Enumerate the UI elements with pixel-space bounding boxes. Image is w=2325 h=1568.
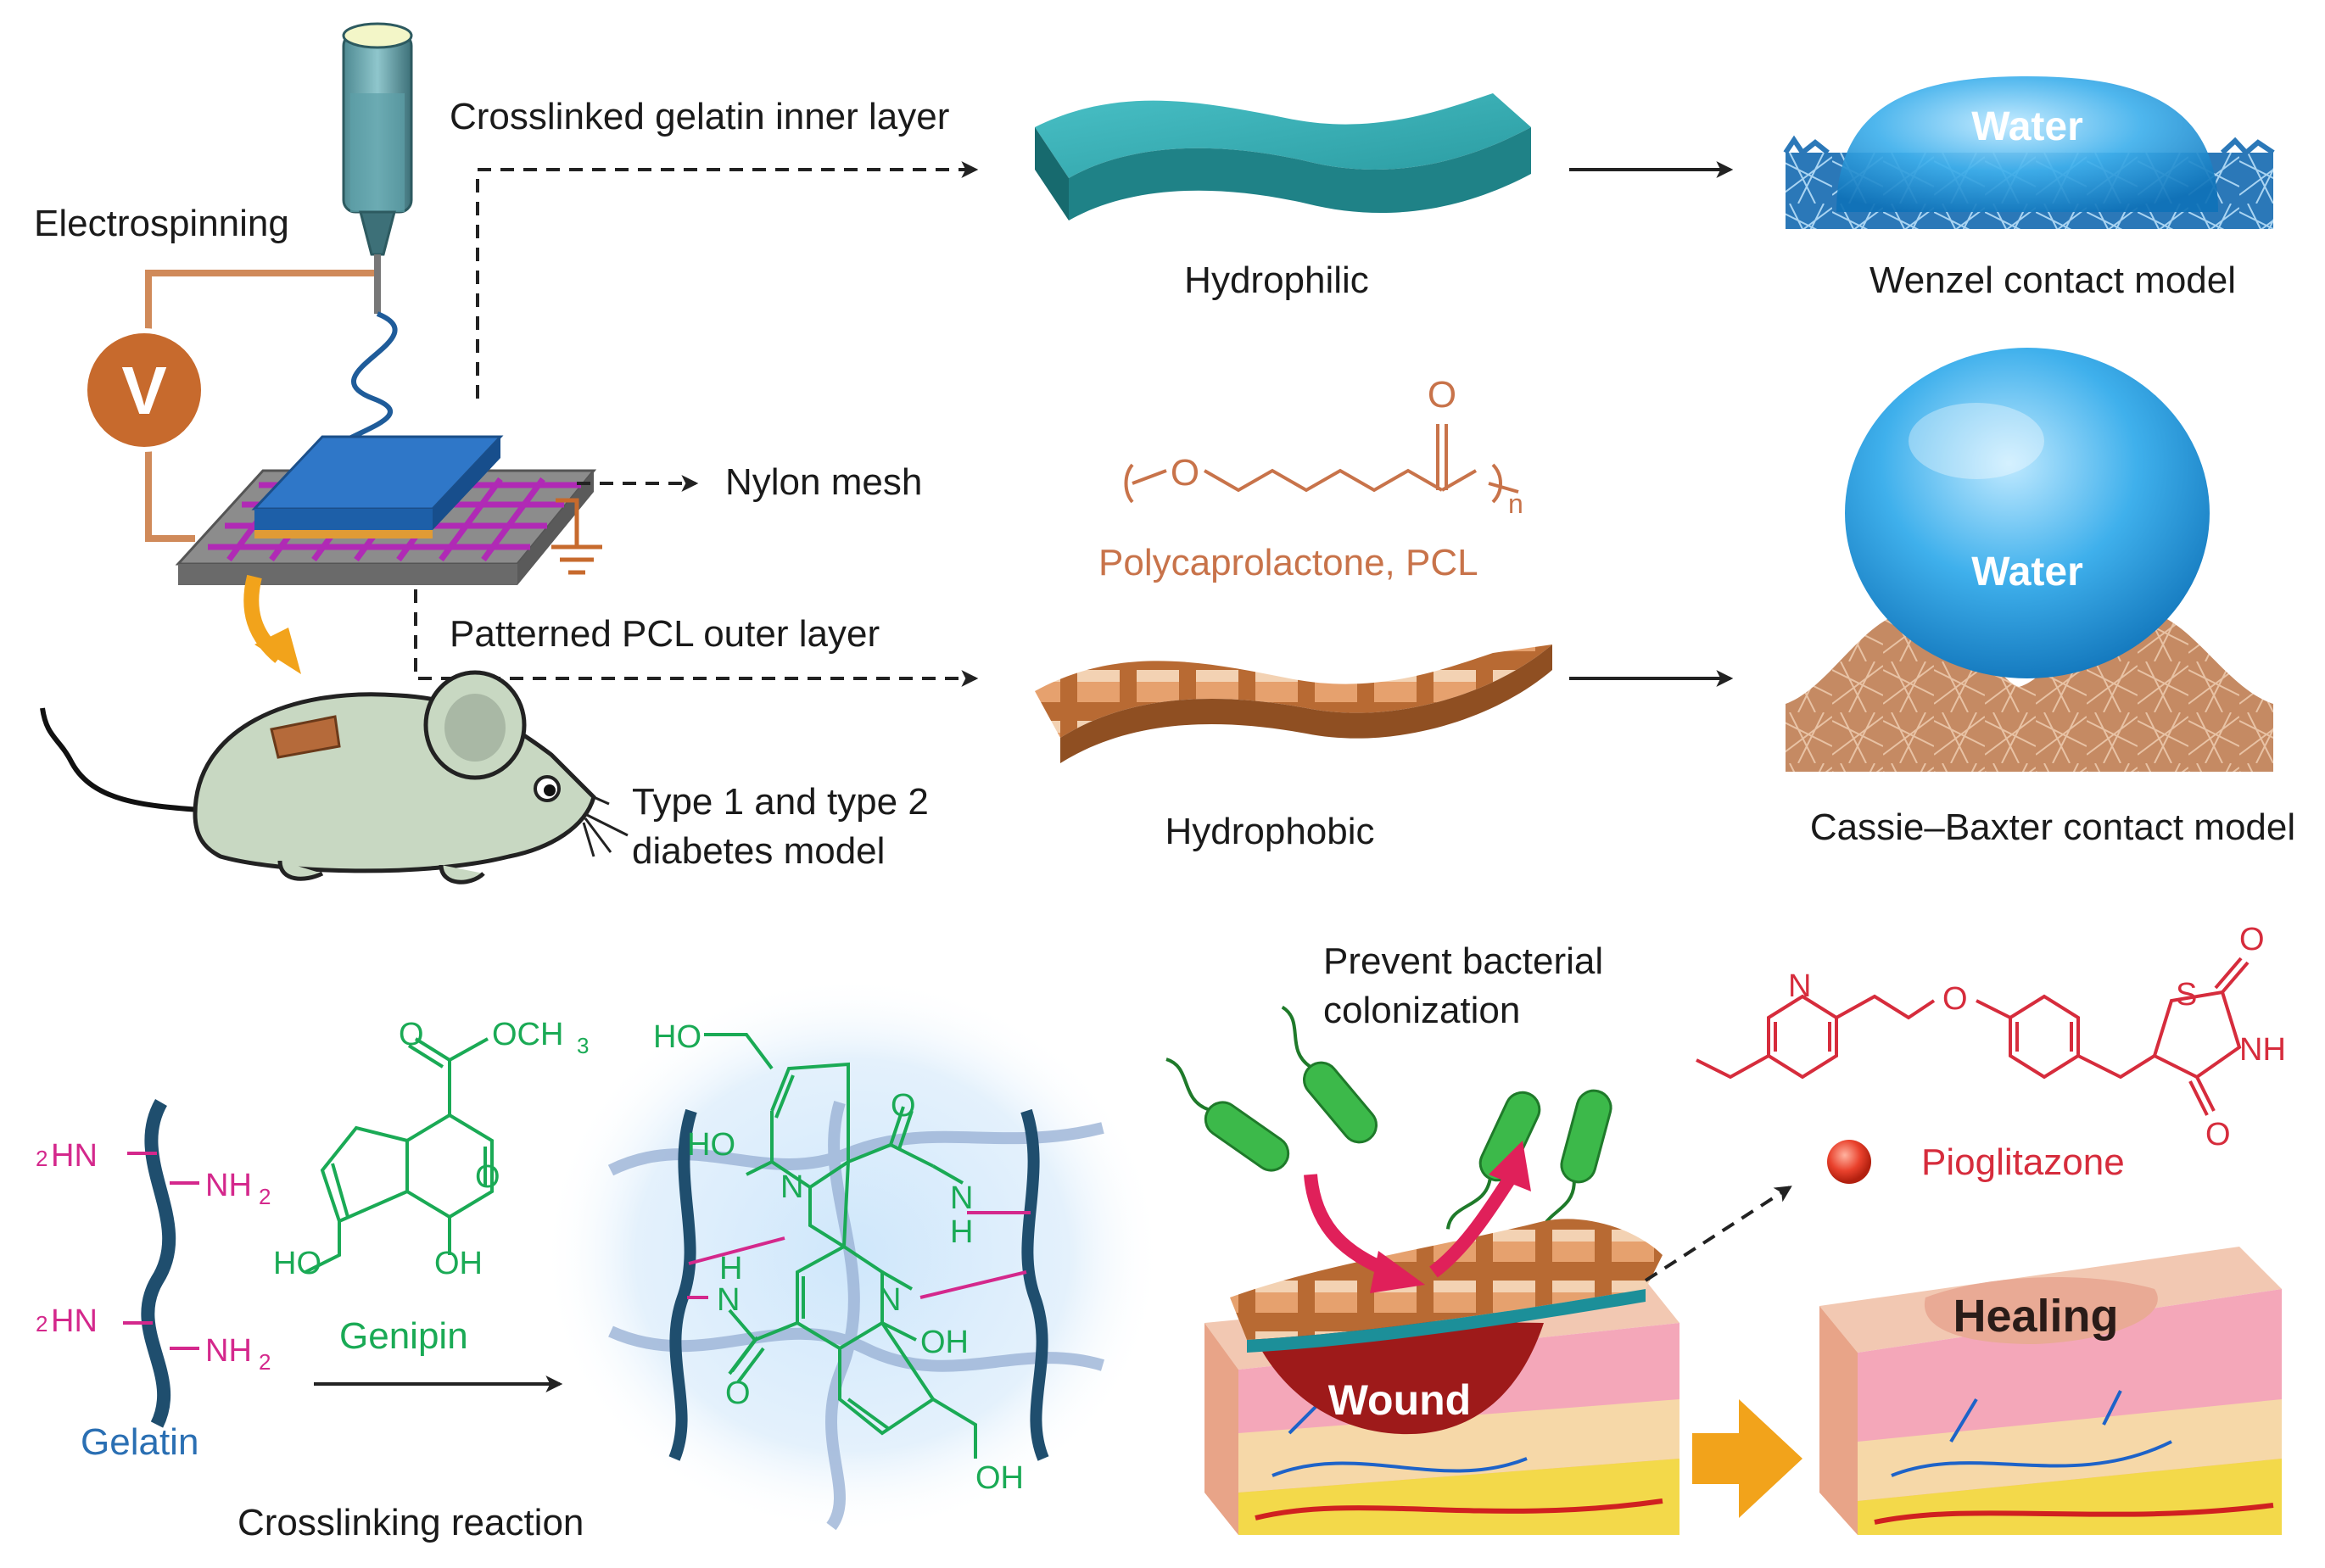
nh2-label-1: NH <box>205 1168 252 1203</box>
healing-label: Healing <box>1953 1291 2118 1342</box>
wound-skin-block <box>1204 1219 1679 1535</box>
network-n-left: N <box>780 1169 803 1205</box>
healed-area <box>1924 1277 2158 1344</box>
gelatin-structure <box>123 1099 199 1428</box>
genipin-label: Genipin <box>339 1315 468 1357</box>
pcl-carbonyl-oxygen: O <box>1428 374 1456 416</box>
pcl-structure <box>1124 424 1519 504</box>
healing-skin-block <box>1819 1247 2282 1535</box>
hydrophobic-layer <box>1035 644 1552 763</box>
prevent-label-line2: colonization <box>1323 990 1520 1031</box>
inner-layer-arrow <box>476 161 979 399</box>
bacterium-1 <box>1204 1101 1290 1172</box>
h2n-subscript-1: 2 <box>36 1146 48 1171</box>
genipin-structure <box>305 1037 494 1274</box>
water-droplet-cassie <box>1845 348 2210 678</box>
network-nh-n-right: N <box>950 1180 973 1216</box>
network-oh-right: OH <box>920 1325 969 1360</box>
pioglitazone-ether-o: O <box>1942 981 1968 1017</box>
genipin-ho: HO <box>273 1246 321 1281</box>
nylon-mesh-label: Nylon mesh <box>725 461 922 503</box>
h2n-subscript-2: 2 <box>36 1311 48 1336</box>
water-droplet-wenzel <box>1836 76 2218 212</box>
pcl-ester-oxygen: O <box>1171 452 1199 494</box>
inner-layer-label: Crosslinked gelatin inner layer <box>450 96 949 137</box>
network-amine-bonds <box>687 1211 1031 1299</box>
network-ho-mid: HO <box>687 1127 735 1163</box>
mouse-body <box>193 692 596 873</box>
gelatin-label: Gelatin <box>81 1421 198 1463</box>
healing-progress-arrow <box>1692 1399 1802 1518</box>
pioglitazone-label: Pioglitazone <box>1921 1141 2125 1183</box>
h2n-label-1: HN <box>51 1138 98 1174</box>
crosslinking-label: Crosslinking reaction <box>238 1502 584 1543</box>
wound-label: Wound <box>1328 1376 1471 1424</box>
pioglitazone-o-top: O <box>2239 922 2265 957</box>
mouse-illustration <box>40 670 629 884</box>
bacteria-group <box>1165 1005 1612 1239</box>
wound-area <box>1247 1319 1544 1435</box>
hydrophobic-label: Hydrophobic <box>1165 811 1374 852</box>
pcl-repeat-n: n <box>1508 488 1523 519</box>
pioglitazone-o-bottom: O <box>2205 1117 2231 1152</box>
nh2-label-2: NH <box>205 1333 252 1369</box>
bacterium-2 <box>1303 1061 1378 1144</box>
hydrophilic-label: Hydrophilic <box>1184 259 1369 301</box>
drug-particle-icon <box>1827 1140 1871 1184</box>
power-wire-bottom <box>145 441 195 542</box>
network-o-right: O <box>891 1088 916 1124</box>
pioglitazone-n: N <box>1788 968 1811 1004</box>
nh2-subscript-2: 2 <box>259 1349 271 1375</box>
bacterium-3 <box>1478 1091 1541 1182</box>
mouse-label-line1: Type 1 and type 2 <box>632 781 929 823</box>
water-label-bottom: Water <box>1971 550 2083 594</box>
prevent-label-line1: Prevent bacterial <box>1323 940 1603 982</box>
network-nh-h-right: H <box>950 1214 973 1250</box>
network-oh-bottom: OH <box>975 1460 1024 1496</box>
network-nh-h-left: H <box>719 1251 742 1286</box>
bacteria-repelled-arrow <box>1429 1175 1516 1278</box>
voltage-label: V <box>121 353 166 428</box>
voltage-source-icon <box>82 328 206 452</box>
power-wire-top <box>145 270 374 348</box>
pcl-name-label: Polycaprolactone, PCL <box>1098 542 1478 583</box>
water-label-top: Water <box>1971 104 2083 149</box>
pioglitazone-s: S <box>2176 977 2197 1013</box>
drug-release-arrow <box>1644 1186 1792 1282</box>
wenzel-label: Wenzel contact model <box>1870 259 2236 301</box>
h2n-label-2: HN <box>51 1303 98 1339</box>
cassie-label: Cassie–Baxter contact model <box>1810 806 2295 848</box>
network-genipin-units <box>704 1033 977 1459</box>
network-nh-n-left: N <box>717 1282 740 1318</box>
electrospinning-setup: V <box>82 22 602 674</box>
genipin-och3: OCH <box>492 1017 563 1052</box>
gelatin-chain <box>141 1099 176 1428</box>
nh2-subscript-1: 2 <box>259 1184 271 1209</box>
bacterium-4 <box>1560 1089 1612 1184</box>
syringe-needle <box>374 254 381 314</box>
outer-layer-arrow <box>414 589 979 687</box>
network-n-right: N <box>878 1282 901 1318</box>
pioglitazone-nh: NH <box>2239 1032 2286 1068</box>
genipin-carbonyl-o: O <box>399 1017 424 1052</box>
hydrophilic-layer <box>1035 93 1531 220</box>
mouse-tail <box>40 707 200 812</box>
genipin-och3-subscript: 3 <box>577 1033 589 1058</box>
dressing-on-wound <box>1230 1219 1663 1340</box>
ground-icon <box>551 544 602 575</box>
wenzel-droplet-model <box>1783 76 2275 229</box>
electrospinning-label: Electrospinning <box>34 203 289 244</box>
genipin-oh: OH <box>434 1246 483 1281</box>
pioglitazone-structure <box>1696 957 2250 1116</box>
wound-dressing-patch <box>270 715 341 759</box>
network-o-left: O <box>725 1375 751 1411</box>
network-gelatin-chains <box>668 1108 1049 1461</box>
outer-layer-label: Patterned PCL outer layer <box>450 613 880 655</box>
network-ho-top: HO <box>653 1019 701 1055</box>
mouse-label-line2: diabetes model <box>632 830 885 872</box>
cassie-baxter-model <box>1786 348 2273 772</box>
genipin-ring-o: O <box>475 1159 500 1195</box>
